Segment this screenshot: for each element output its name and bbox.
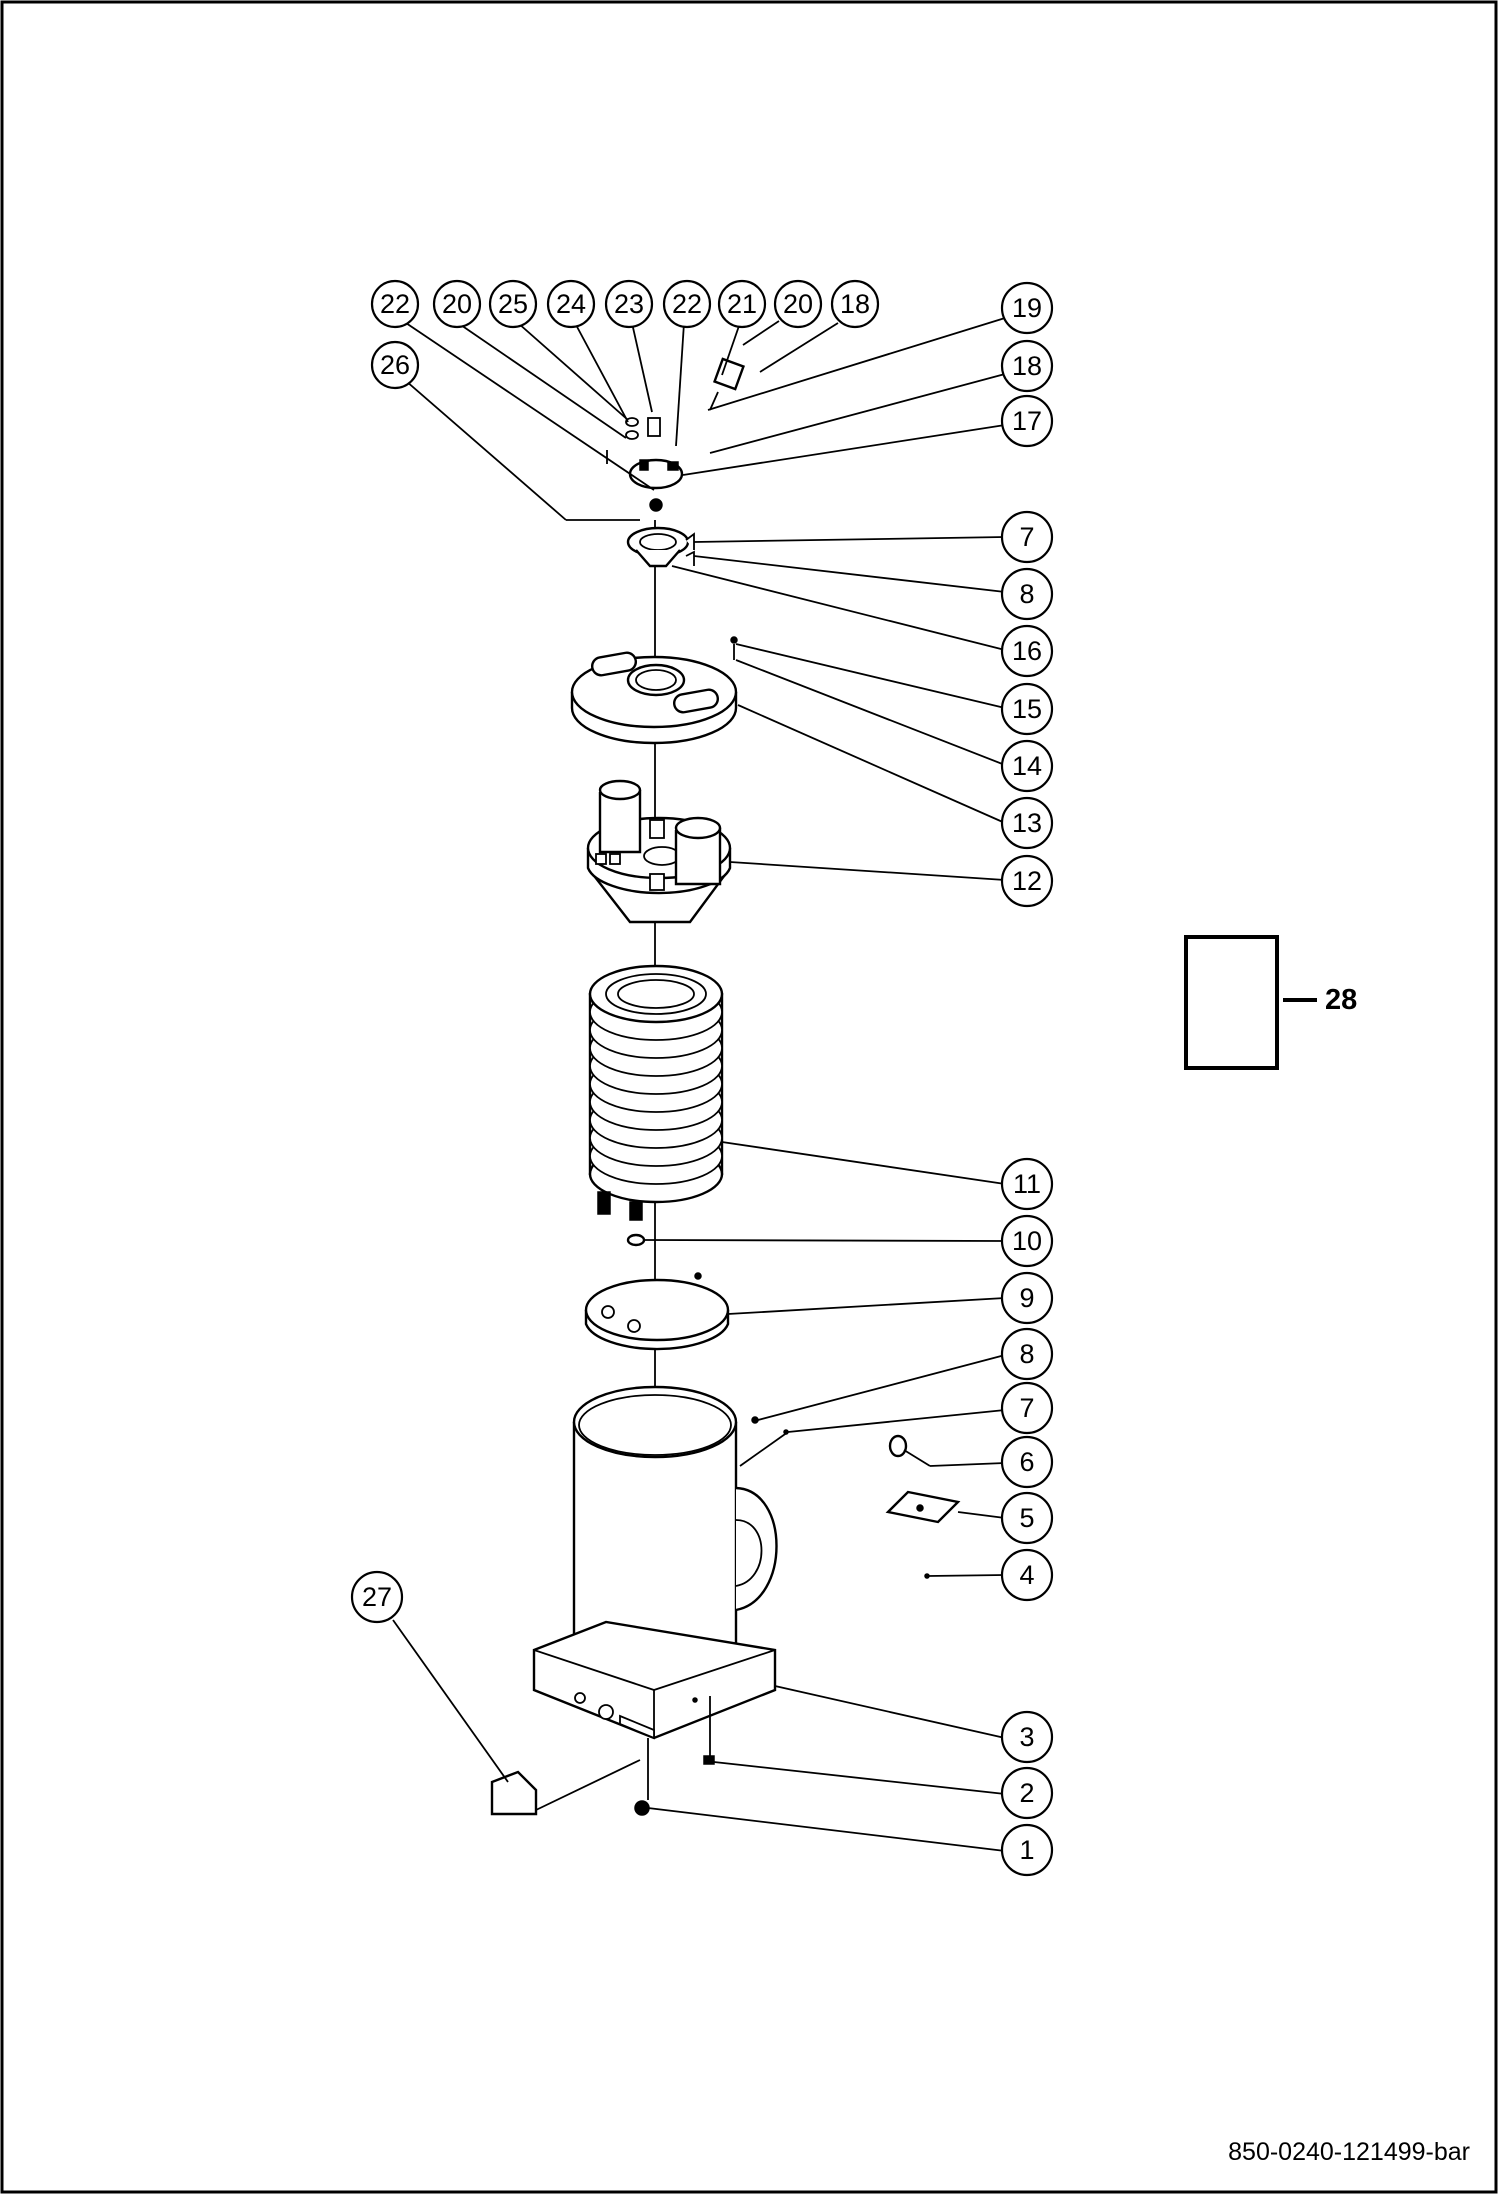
svg-text:6: 6 — [1019, 1447, 1034, 1477]
callout-8-a: 8 — [1000, 567, 1054, 621]
small-fittings — [751, 1416, 961, 1579]
callout-2: 2 — [1000, 1766, 1054, 1820]
callout-22-b: 22 — [662, 279, 712, 329]
top-lid-part — [570, 636, 738, 745]
callout-10: 10 — [1000, 1214, 1054, 1268]
svg-text:5: 5 — [1019, 1503, 1034, 1533]
callout-26: 26 — [370, 340, 420, 390]
svg-text:22: 22 — [672, 289, 702, 319]
top-valve-cluster — [606, 357, 745, 512]
callout-25: 25 — [488, 279, 538, 329]
callout-11: 11 — [1000, 1157, 1054, 1211]
svg-text:21: 21 — [727, 289, 757, 319]
svg-text:19: 19 — [1012, 293, 1042, 323]
disc-part — [584, 1272, 730, 1351]
callout-12: 12 — [1000, 854, 1054, 908]
svg-text:2: 2 — [1019, 1778, 1034, 1808]
svg-text:7: 7 — [1019, 522, 1034, 552]
callout-27: 27 — [350, 1570, 404, 1624]
svg-text:26: 26 — [380, 350, 410, 380]
svg-text:25: 25 — [498, 289, 528, 319]
svg-text:18: 18 — [1012, 351, 1042, 381]
funnel-part — [626, 526, 695, 568]
callout-5: 5 — [1000, 1491, 1054, 1545]
svg-text:23: 23 — [614, 289, 644, 319]
svg-text:20: 20 — [442, 289, 472, 319]
callout-17: 17 — [1000, 394, 1054, 448]
part-28-label: 28 — [1325, 984, 1357, 1016]
callout-14: 14 — [1000, 739, 1054, 793]
callout-7-a: 7 — [1000, 510, 1054, 564]
svg-text:1: 1 — [1019, 1835, 1034, 1865]
svg-text:17: 17 — [1012, 406, 1042, 436]
callout-16: 16 — [1000, 624, 1054, 678]
callout-20-b: 20 — [773, 279, 823, 329]
svg-text:24: 24 — [556, 289, 586, 319]
callout-3: 3 — [1000, 1710, 1054, 1764]
svg-text:11: 11 — [1013, 1169, 1041, 1199]
svg-text:18: 18 — [840, 289, 870, 319]
svg-text:22: 22 — [380, 289, 410, 319]
svg-text:20: 20 — [783, 289, 813, 319]
callout-23: 23 — [604, 279, 654, 329]
callout-4: 4 — [1000, 1548, 1054, 1602]
callout-7-b: 7 — [1000, 1381, 1054, 1435]
callout-22-a: 22 — [370, 279, 420, 329]
svg-text:27: 27 — [362, 1582, 392, 1612]
callout-18-a: 18 — [830, 279, 880, 329]
callout-9: 9 — [1000, 1271, 1054, 1325]
part-28-box — [1184, 935, 1279, 1070]
drawing-code: 850-0240-121499-bar — [1228, 2138, 1470, 2166]
callout-15: 15 — [1000, 682, 1054, 736]
coil-part — [588, 964, 724, 1221]
callout-20-a: 20 — [432, 279, 482, 329]
svg-text:16: 16 — [1012, 636, 1042, 666]
callout-18-b: 18 — [1000, 339, 1054, 393]
callout-1: 1 — [1000, 1823, 1054, 1877]
o-ring-part — [626, 1233, 646, 1247]
svg-text:13: 13 — [1012, 808, 1042, 838]
callout-13: 13 — [1000, 796, 1054, 850]
base-box-part — [532, 1620, 777, 1816]
svg-text:3: 3 — [1019, 1722, 1034, 1752]
svg-text:8: 8 — [1019, 579, 1034, 609]
callout-21: 21 — [717, 279, 767, 329]
svg-text:15: 15 — [1012, 694, 1042, 724]
post-base-part — [586, 779, 732, 924]
svg-text:14: 14 — [1012, 751, 1042, 781]
leader-lines — [392, 317, 1006, 1852]
callout-24: 24 — [546, 279, 596, 329]
svg-text:12: 12 — [1012, 866, 1042, 896]
callout-8-b: 8 — [1000, 1327, 1054, 1381]
svg-text:8: 8 — [1019, 1339, 1034, 1369]
svg-text:4: 4 — [1019, 1560, 1034, 1590]
svg-text:10: 10 — [1012, 1226, 1042, 1256]
svg-text:9: 9 — [1019, 1283, 1034, 1313]
label-sheet-part — [490, 1770, 538, 1816]
callout-19: 19 — [1000, 281, 1054, 335]
callout-6: 6 — [1000, 1435, 1054, 1489]
svg-text:7: 7 — [1019, 1393, 1034, 1423]
